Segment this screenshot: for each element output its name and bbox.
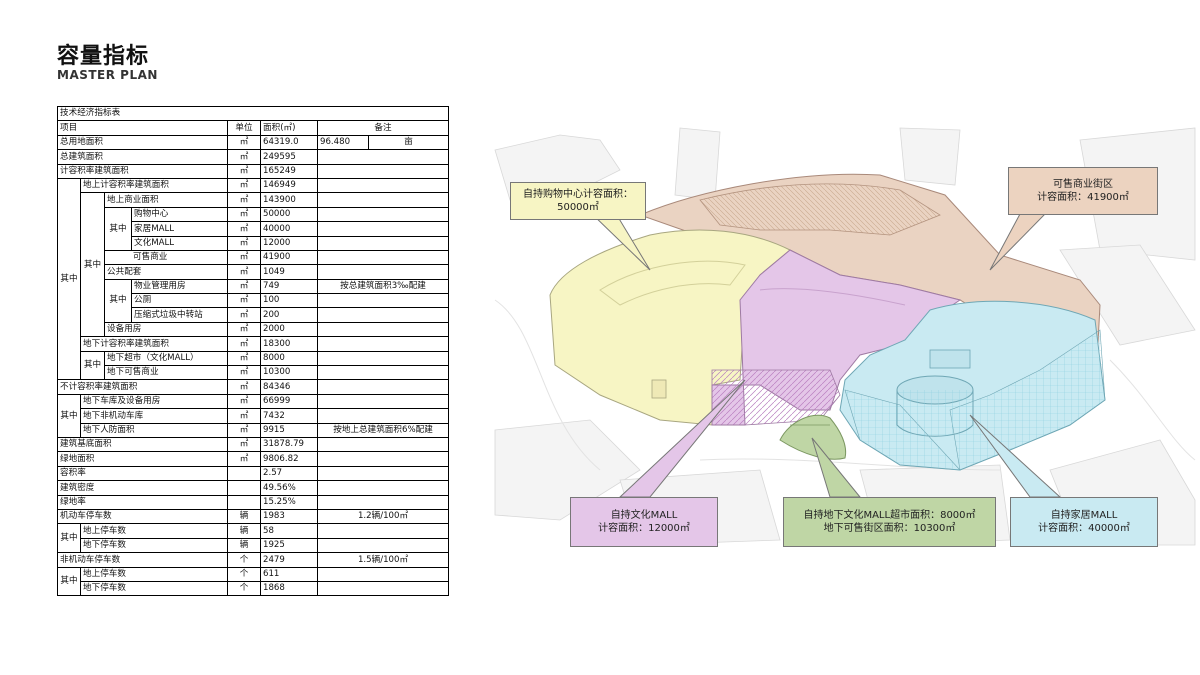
table-row: 其中 地上停车数 辆 58 xyxy=(57,523,450,554)
table-row: 其中 地上计容积率建筑面积 ㎡ 146949 xyxy=(57,177,450,381)
table-row: 其中 地下车库及设备用房 ㎡ 66999 xyxy=(57,393,450,438)
table-caption: 技术经济指标表 xyxy=(56,105,450,122)
table-row: 机动车停车数 辆 1983 1.2辆/100㎡ xyxy=(57,508,450,525)
header-unit: 单位 xyxy=(227,120,261,136)
table-row: 地下非机动车库 ㎡ 7432 xyxy=(58,408,450,424)
callout-home-mall: 自持家居MALL 计容面积：40000㎡ xyxy=(1010,497,1158,547)
callout-culture-mall: 自持文化MALL 计容面积：12000㎡ xyxy=(570,497,718,547)
table-row: 压缩式垃圾中转站 ㎡ 200 xyxy=(58,307,450,323)
page-subtitle: MASTER PLAN xyxy=(57,68,158,82)
table-row: 建筑密度 49.56% xyxy=(57,480,450,496)
callout-shopping-center: 自持购物中心计容面积： 50000㎡ xyxy=(510,182,646,220)
table-row: 总用地面积 ㎡ 64319.0 96.480 亩 xyxy=(57,134,450,151)
culture-mall-block xyxy=(711,249,962,426)
table-row: 地下可售商业 ㎡ 10300 xyxy=(58,365,450,381)
table-row: 绿地面积 ㎡ 9806.82 xyxy=(57,451,450,467)
table-row: 其中 地下超市（文化MALL） ㎡ 8000 xyxy=(58,350,450,381)
table-row: 总建筑面积 ㎡ 249595 xyxy=(57,149,450,165)
header-note: 备注 xyxy=(316,120,450,136)
table-row: 不计容积率建筑面积 ㎡ 84346 xyxy=(57,379,450,395)
table-row: 其中 地上停车数 个 611 xyxy=(57,566,450,597)
table-row: 可售商业 ㎡ 41900 xyxy=(58,249,450,266)
spec-table: 技术经济指标表 项目 单位 面积(㎡) 备注 总用地面积 ㎡ 64319.0 9… xyxy=(56,105,450,597)
table-row: 其中 物业管理用房 ㎡ 749 按总建筑面积3‰配建 xyxy=(58,278,450,323)
table-row: 容积率 2.57 xyxy=(57,465,450,482)
table-row: 地下人防面积 ㎡ 9915 按地上总建筑面积6%配建 xyxy=(58,422,450,438)
table-row: 其中 购物中心 ㎡ 50000 xyxy=(58,206,450,251)
table-row: 家居MALL ㎡ 40000 xyxy=(58,221,450,237)
header-item: 项目 xyxy=(57,120,228,136)
table-header-row: 项目 单位 面积(㎡) 备注 xyxy=(57,120,450,136)
table-row: 其中 地上商业面积 ㎡ 143900 xyxy=(58,192,450,338)
callout-underground-mall: 自持地下文化MALL超市面积：8000㎡ 地下可售街区面积：10300㎡ xyxy=(783,497,996,547)
callout-saleable-street: 可售商业街区 计容面积：41900㎡ xyxy=(1008,167,1158,215)
table-row: 计容积率建筑面积 ㎡ 165249 xyxy=(57,163,450,179)
table-row: 地下停车数 个 1868 xyxy=(58,580,450,597)
table-row: 公厕 ㎡ 100 xyxy=(58,293,450,309)
table-row: 公共配套 ㎡ 1049 xyxy=(58,264,450,280)
table-row: 地下计容积率建筑面积 ㎡ 18300 xyxy=(58,336,450,352)
underground-entrance xyxy=(779,414,847,460)
table-row: 建筑基底面积 ㎡ 31878.79 xyxy=(57,436,450,453)
table-row: 地下停车数 辆 1925 xyxy=(58,537,450,554)
table-row: 技术经济指标表 xyxy=(56,105,450,122)
callout-pointers xyxy=(588,211,1062,498)
qizhong-label: 其中 xyxy=(104,206,132,251)
qizhong-label: 其中 xyxy=(57,177,81,381)
table-row: 非机动车停车数 个 2479 1.5辆/100㎡ xyxy=(57,552,450,568)
qizhong-label: 其中 xyxy=(104,278,132,323)
table-row: 设备用房 ㎡ 2000 xyxy=(58,321,450,338)
table-row: 绿地率 15.25% xyxy=(57,494,450,510)
qizhong-label: 其中 xyxy=(57,566,81,597)
qizhong-label: 其中 xyxy=(80,192,105,338)
qizhong-label: 其中 xyxy=(80,350,105,381)
header-area: 面积(㎡) xyxy=(260,120,318,136)
qizhong-label: 其中 xyxy=(57,393,81,438)
tech-econ-table: 技术经济指标表 项目 单位 面积(㎡) 备注 总用地面积 ㎡ 64319.0 9… xyxy=(56,105,450,597)
page-title: 容量指标 xyxy=(57,44,150,69)
qizhong-label: 其中 xyxy=(57,523,81,554)
